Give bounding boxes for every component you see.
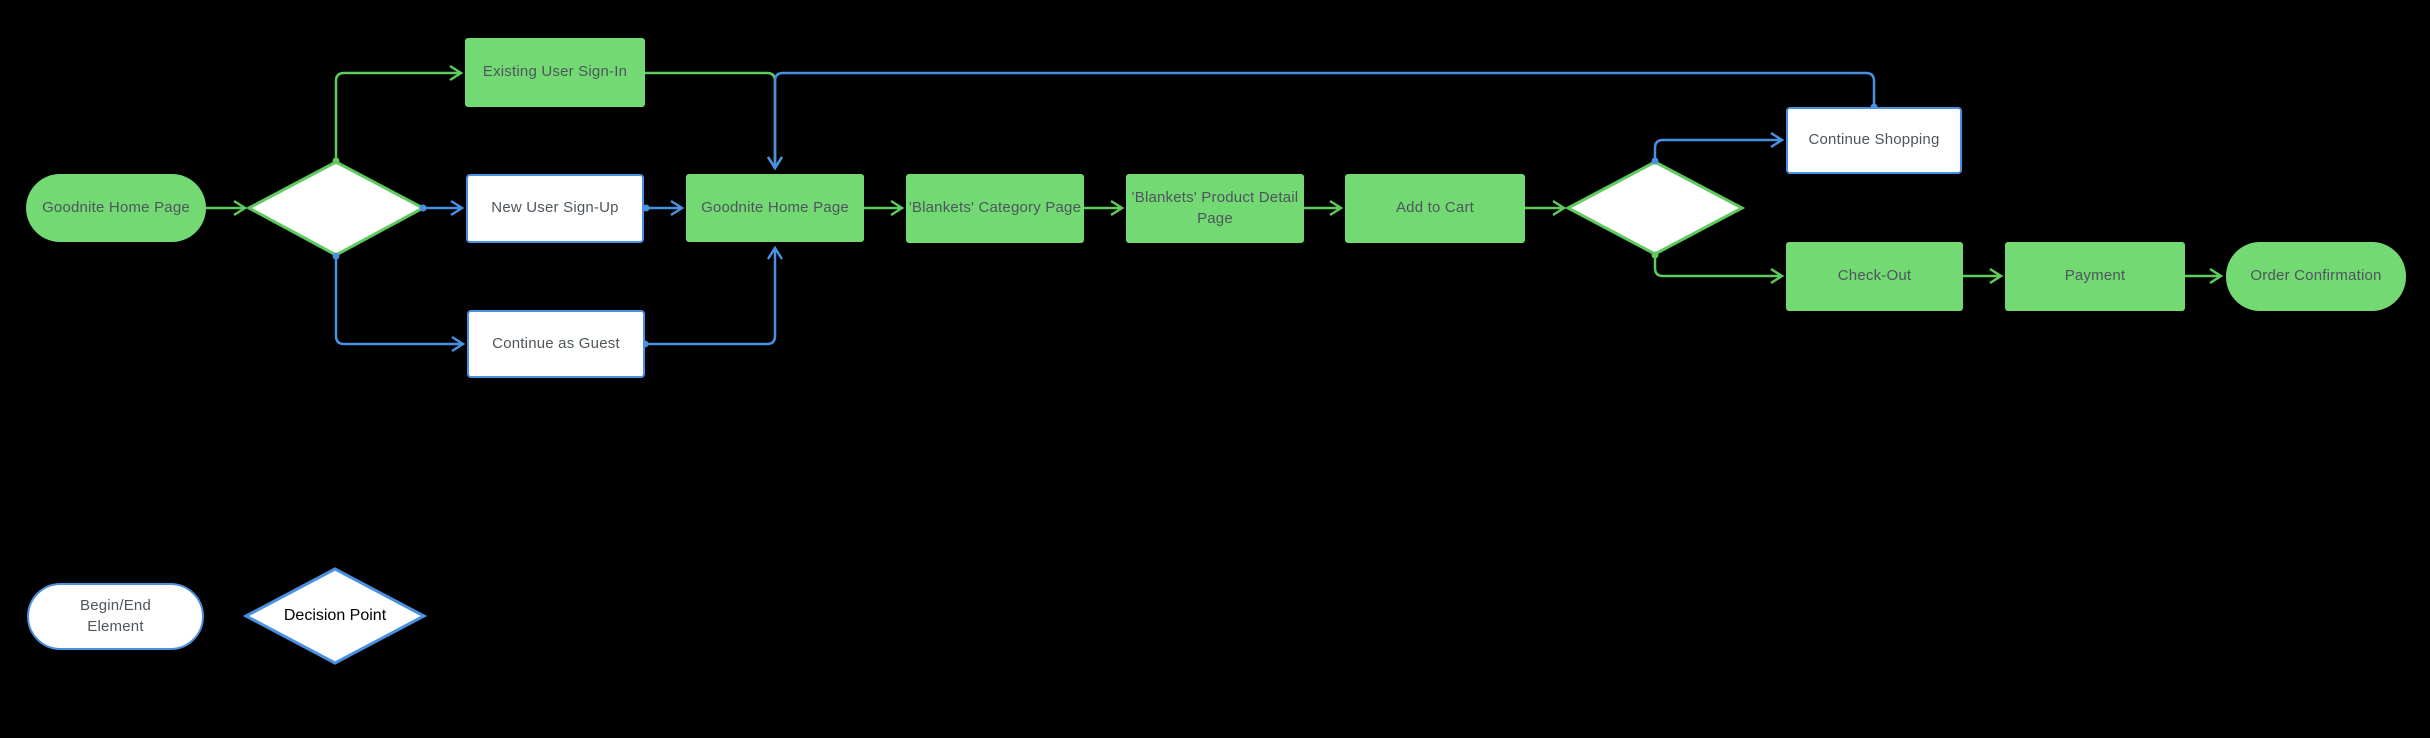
legend-label: Begin/End Element <box>79 597 152 635</box>
node-start-goodnite-home-page[interactable]: Goodnite Home Page <box>26 174 206 242</box>
node-label: 'Blankets' Category Page <box>908 199 1082 217</box>
decision-diamond-signin-choice[interactable] <box>245 160 427 257</box>
edge-decision1-to-existing-signin <box>334 64 464 160</box>
node-order-confirmation[interactable]: Order Confirmation <box>2226 242 2406 311</box>
anchor-dot <box>332 157 340 165</box>
anchor-dot <box>419 204 427 212</box>
node-label: Add to Cart <box>1395 199 1475 217</box>
edge-decision2-to-checkout <box>1653 254 1785 285</box>
node-label: Goodnite Home Page <box>42 198 190 216</box>
edge-guest-to-home2 <box>645 245 784 346</box>
anchor-dot <box>642 204 650 212</box>
anchor-dot <box>1651 157 1659 165</box>
node-blankets-category-page[interactable]: 'Blankets' Category Page <box>906 174 1084 243</box>
anchor-dot <box>1651 251 1659 259</box>
node-goodnite-home-page-2[interactable]: Goodnite Home Page <box>686 174 864 242</box>
edge-decision2-to-continue-shopping <box>1653 131 1785 162</box>
node-label: Order Confirmation <box>2250 267 2382 285</box>
node-continue-as-guest[interactable]: Continue as Guest <box>467 310 645 378</box>
node-label: Continue Shopping <box>1808 131 1940 149</box>
node-existing-user-sign-in[interactable]: Existing User Sign-In <box>465 38 645 107</box>
node-add-to-cart[interactable]: Add to Cart <box>1345 174 1525 243</box>
node-label: Check-Out <box>1837 267 1912 285</box>
node-label: Goodnite Home Page <box>701 198 849 216</box>
decision-diamond-cart-choice[interactable] <box>1564 160 1746 256</box>
legend-decision-point-label: Decision Point <box>283 607 387 624</box>
edge-continue-shopping-to-home2 <box>766 71 1876 171</box>
legend-decision-diamond[interactable] <box>242 567 428 665</box>
node-label: Existing User Sign-In <box>482 63 628 81</box>
node-label: Continue as Guest <box>492 334 620 352</box>
node-new-user-sign-up[interactable]: New User Sign-Up <box>466 174 644 243</box>
edge-existing-signin-to-home2 <box>645 71 784 171</box>
node-blankets-product-detail-page[interactable]: 'Blankets' Product Detail Page <box>1126 174 1304 243</box>
node-label: New User Sign-Up <box>491 199 619 217</box>
node-payment[interactable]: Payment <box>2005 242 2185 311</box>
node-label: 'Blankets' Product Detail Page <box>1131 189 1299 227</box>
node-continue-shopping[interactable]: Continue Shopping <box>1786 107 1962 174</box>
anchor-dot <box>332 252 340 260</box>
node-label: Payment <box>2064 267 2126 285</box>
legend-begin-end-element[interactable]: Begin/End Element <box>27 583 204 650</box>
edge-decision1-to-guest <box>334 257 466 353</box>
node-check-out[interactable]: Check-Out <box>1786 242 1963 311</box>
